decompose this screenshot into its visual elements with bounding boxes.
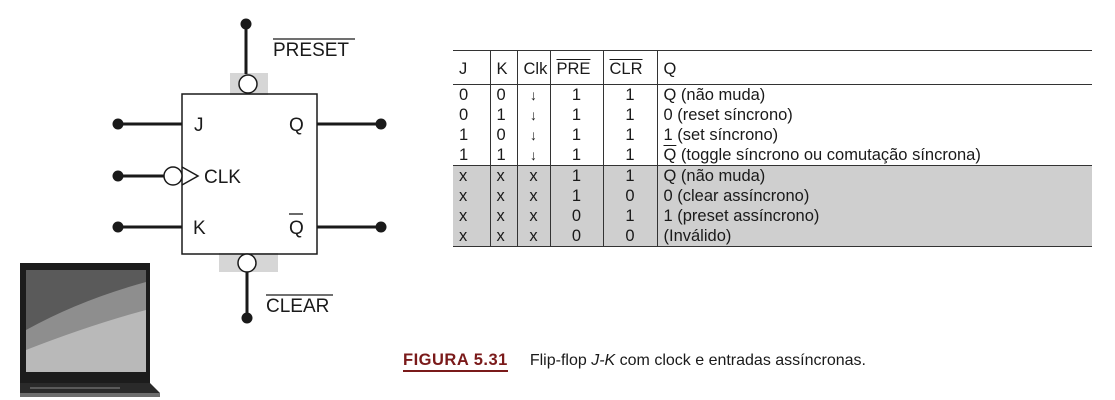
cell-pre: 1 — [549, 105, 603, 125]
q-terminal-dot[interactable] — [375, 118, 387, 130]
table-row: x x x 0 1 1 (preset assíncrono) — [453, 206, 1092, 226]
cell-k: 1 — [489, 145, 517, 166]
header-q: Q — [656, 50, 1092, 85]
table-row: 1 0 ↓ 1 1 1 (set síncrono) — [453, 125, 1092, 145]
cell-k: x — [489, 226, 517, 247]
cell-j: 0 — [459, 106, 469, 124]
caption-text: Flip-flop J-K com clock e entradas assín… — [530, 352, 866, 369]
clk-terminal-dot[interactable] — [112, 170, 124, 182]
cell-k: 1 — [489, 105, 517, 125]
cell-j: x — [453, 165, 490, 186]
clear-label: CLEAR — [266, 296, 329, 317]
cell-q: 1 (set síncrono) — [656, 125, 1092, 145]
cell-q-toggle: Q (toggle síncrono ou comutação síncrona… — [656, 145, 1092, 166]
cell-clk: ↓ — [516, 145, 550, 166]
cell-j: 1 — [453, 145, 490, 166]
cell-clk: x — [516, 186, 550, 206]
truth-table: J K Clk PRE CLR Q 0 0 ↓ 1 1 Q (não muda)… — [453, 50, 1092, 247]
pin-qbar-label: Q — [289, 218, 304, 239]
table-row: 0 0 ↓ 1 1 Q (não muda) — [453, 84, 1092, 105]
cell-q: 1 (preset assíncrono) — [656, 206, 1092, 226]
clk-edge-triangle — [181, 166, 200, 186]
cell-k: x — [489, 165, 517, 186]
async-rows: x x x 1 1 Q (não muda) x x x 1 0 0 (clea… — [453, 165, 1092, 247]
cell-q: Q (não muda) — [656, 165, 1092, 186]
caption-text-before: Flip-flop — [529, 352, 592, 369]
caption-text-after: com clock e entradas assíncronas. — [615, 352, 866, 369]
cell-k: 0 — [489, 125, 517, 145]
cell-j: 1 — [459, 126, 469, 144]
j-terminal-dot[interactable] — [112, 118, 124, 130]
cell-clr: 1 — [602, 145, 657, 166]
figure-number: FIGURA 5.31 — [403, 351, 508, 372]
header-j: J — [453, 50, 490, 85]
header-k: K — [489, 50, 517, 85]
k-terminal-dot[interactable] — [112, 221, 124, 233]
jk-flipflop-diagram: PRESET CLEAR J CLK K Q Q — [20, 18, 387, 397]
cell-pre: 1 — [549, 125, 603, 145]
cell-clr: 1 — [602, 165, 657, 186]
header-clr: CLR — [602, 50, 657, 85]
preset-terminal-dot[interactable] — [240, 18, 252, 30]
pin-q-label: Q — [289, 115, 304, 136]
table-row: 0 1 ↓ 1 1 0 (reset síncrono) — [453, 105, 1092, 125]
cell-k: 0 — [489, 84, 517, 105]
cell-pre: 1 — [549, 186, 603, 206]
preset-label: PRESET — [273, 40, 349, 61]
cell-j: 0 — [459, 86, 469, 104]
cell-pre: 0 — [549, 226, 603, 247]
laptop-icon — [20, 263, 160, 397]
sync-rows: 0 0 ↓ 1 1 Q (não muda) 0 1 ↓ 1 1 0 (rese… — [453, 84, 1092, 166]
cell-q: (Inválido) — [656, 226, 1092, 247]
caption-text-em: J-K — [591, 352, 616, 369]
cell-q: Q (não muda) — [656, 84, 1092, 105]
cell-q: 0 (clear assíncrono) — [656, 186, 1092, 206]
cell-k: x — [489, 206, 517, 226]
clear-terminal-dot[interactable] — [241, 312, 253, 324]
cell-clr: 0 — [602, 226, 657, 247]
table-header-row: J K Clk PRE CLR Q — [453, 50, 1092, 85]
header-clk: Clk — [516, 50, 550, 85]
cell-k: x — [489, 186, 517, 206]
cell-j: x — [453, 206, 490, 226]
cell-clr: 1 — [602, 84, 657, 105]
table-row: x x x 0 0 (Inválido) — [453, 226, 1092, 247]
cell-pre: 0 — [549, 206, 603, 226]
cell-j: x — [453, 226, 490, 247]
cell-pre: 1 — [549, 165, 603, 186]
cell-clk: x — [516, 206, 550, 226]
cell-clk: x — [516, 226, 550, 247]
clear-inversion-bubble — [237, 253, 257, 273]
cell-clr: 1 — [602, 125, 657, 145]
table-row: x x x 1 1 Q (não muda) — [453, 165, 1092, 186]
cell-clk: ↓ — [516, 84, 550, 105]
pin-j-label: J — [194, 115, 204, 136]
cell-clr: 0 — [602, 186, 657, 206]
cell-clk: x — [516, 165, 550, 186]
table-row: 1 1 ↓ 1 1 Q (toggle síncrono ou comutaçã… — [453, 145, 1092, 166]
preset-inversion-bubble — [238, 74, 258, 94]
cell-j: x — [453, 186, 490, 206]
cell-clr: 1 — [602, 206, 657, 226]
clk-inversion-bubble — [163, 166, 183, 186]
table-row: x x x 1 0 0 (clear assíncrono) — [453, 186, 1092, 206]
cell-pre: 1 — [549, 84, 603, 105]
figure-caption: FIGURA 5.31 Flip-flop J-K com clock e ent… — [403, 348, 866, 372]
pin-clk-label: CLK — [204, 167, 241, 188]
cell-clk: ↓ — [516, 125, 550, 145]
header-pre: PRE — [549, 50, 603, 85]
qbar-terminal-dot[interactable] — [375, 221, 387, 233]
cell-clr: 1 — [602, 105, 657, 125]
cell-pre: 1 — [549, 145, 603, 166]
pin-k-label: K — [193, 218, 206, 239]
cell-q: 0 (reset síncrono) — [656, 105, 1092, 125]
cell-clk: ↓ — [516, 105, 550, 125]
